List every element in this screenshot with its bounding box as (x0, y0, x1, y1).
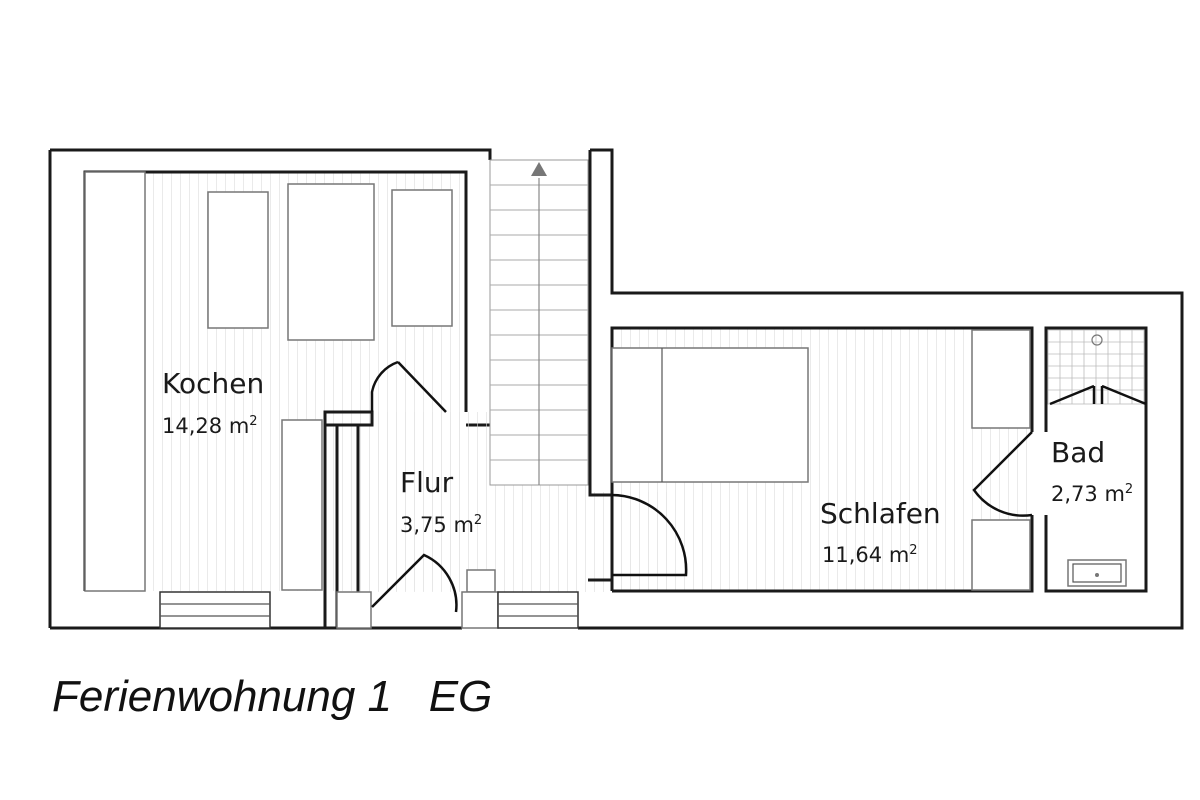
shower-tiles (1047, 329, 1145, 405)
bed (611, 347, 809, 483)
room-bad (1044, 326, 1148, 593)
door-kochen-icon (370, 360, 447, 413)
cabinet (391, 189, 453, 327)
room-area: 11,64 m2 (822, 543, 918, 567)
window (159, 591, 271, 629)
room-schlafen (588, 326, 1034, 593)
shower-door-icon (1049, 384, 1147, 406)
plan-caption: Ferienwohnung 1 EG (52, 672, 492, 722)
door-schlafen-icon (611, 493, 688, 577)
room-name: Schlafen (820, 497, 941, 530)
room-labels: Kochen 14,28 m2 Flur 3,75 m2 Schlafen 11… (162, 367, 1133, 567)
room-name: Bad (1051, 436, 1105, 469)
door-entrance-icon (371, 553, 458, 613)
doors (370, 360, 1033, 613)
sideboard (281, 419, 323, 591)
room-area: 3,75 m2 (400, 513, 482, 537)
room-area: 2,73 m2 (1051, 482, 1133, 506)
nightstand (971, 329, 1031, 429)
wardrobe (971, 519, 1031, 591)
plan-floor: EG (428, 672, 493, 721)
plan-title: Ferienwohnung 1 (52, 672, 393, 721)
room-name: Kochen (162, 367, 264, 400)
room-name: Flur (400, 466, 454, 499)
kitchen-counter (84, 171, 146, 592)
windows (159, 591, 579, 629)
door-bad-icon (972, 431, 1033, 517)
wardrobe (336, 591, 372, 629)
cabinet (207, 191, 269, 329)
storage (461, 591, 499, 629)
storage (466, 569, 496, 593)
staircase (489, 150, 612, 497)
window (497, 591, 579, 629)
room-kochen (83, 170, 490, 592)
shower-head-icon (1091, 334, 1103, 346)
cabinet (287, 183, 375, 341)
stair-direction-arrow-icon (531, 162, 547, 176)
room-area: 14,28 m2 (162, 414, 258, 438)
